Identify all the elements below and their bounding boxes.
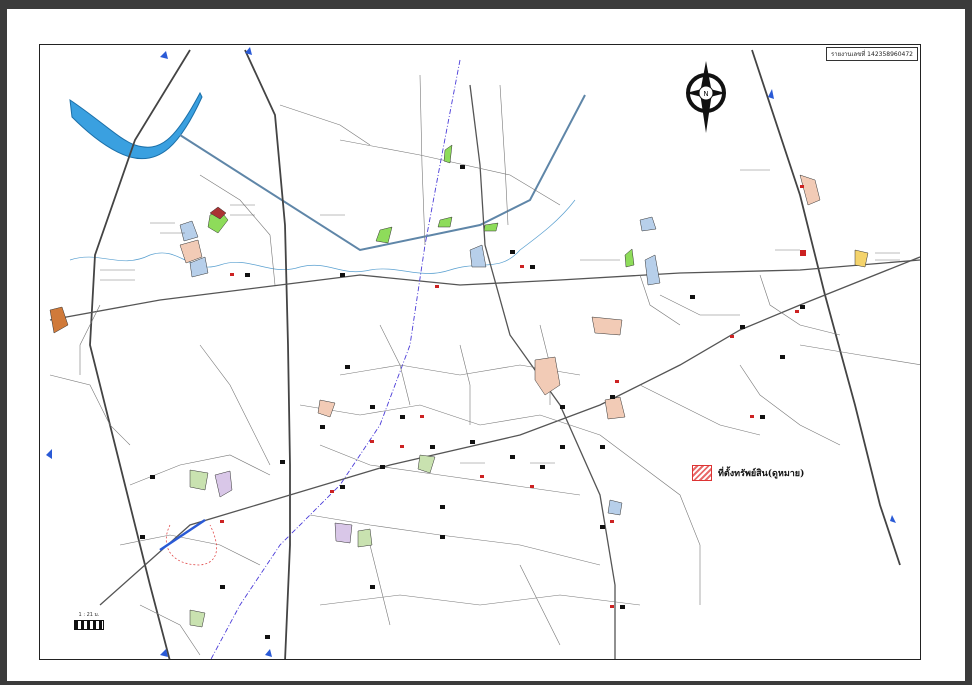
blue-arrows bbox=[46, 47, 896, 657]
map-sheet: รายงานเลขที่ 142358960472 N ที่ตั้งทรัพย… bbox=[7, 9, 965, 681]
boundary-line bbox=[210, 59, 461, 659]
highway-central bbox=[244, 49, 291, 659]
dashed-loop bbox=[165, 524, 217, 566]
red-markers bbox=[220, 185, 806, 608]
legend-label: ที่ตั้งทรัพย์สิน(ดูหมาย) bbox=[718, 469, 805, 479]
highway-east bbox=[751, 49, 901, 566]
scale-bar: 1 : 21 ม. bbox=[74, 611, 104, 630]
north-arrow-icon: N bbox=[686, 61, 726, 133]
map-label-lines bbox=[100, 169, 900, 464]
secondary-roads bbox=[49, 74, 920, 656]
highway-east-west bbox=[49, 259, 920, 321]
canal bbox=[69, 199, 576, 274]
scale-label: 1 : 21 ม. bbox=[78, 612, 100, 618]
irrigation-canal bbox=[179, 94, 586, 252]
map-frame[interactable]: รายงานเลขที่ 142358960472 N ที่ตั้งทรัพย… bbox=[39, 44, 921, 660]
blue-spur bbox=[159, 518, 206, 552]
compass-label: N bbox=[703, 90, 708, 98]
map-canvas[interactable] bbox=[40, 45, 921, 660]
report-reference-label: รายงานเลขที่ 142358960472 bbox=[825, 47, 918, 61]
place-markers bbox=[140, 165, 805, 639]
highway-diagonal bbox=[99, 256, 920, 606]
river bbox=[69, 91, 203, 160]
highway-west bbox=[89, 49, 191, 659]
parcels bbox=[49, 144, 869, 628]
map-legend: ที่ตั้งทรัพย์สิน(ดูหมาย) bbox=[692, 465, 804, 481]
scale-graphic bbox=[74, 620, 104, 630]
legend-swatch bbox=[692, 465, 712, 481]
